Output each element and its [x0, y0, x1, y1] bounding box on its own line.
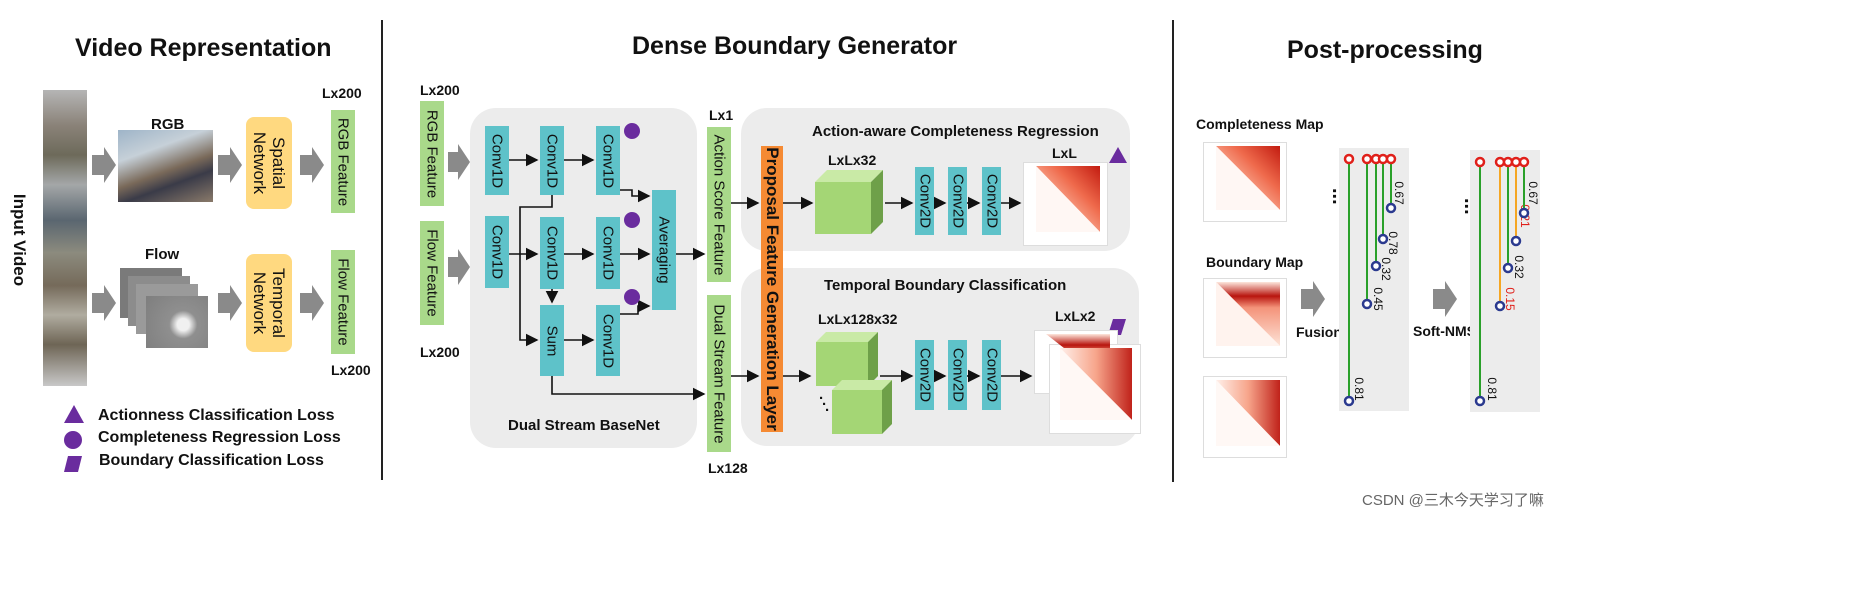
soft-nms-label: Soft-NMS [1413, 323, 1476, 339]
spatial-network-box: Spatial Network [246, 117, 292, 209]
tbc-map-dim-label: LxLx2 [1055, 308, 1096, 324]
fusion-score-3: 0.32 [1379, 257, 1393, 281]
gray-arrow-video-flow [92, 285, 116, 321]
flow-feature-box: Flow Feature [331, 250, 355, 354]
gray-arrow-soft-nms [1433, 281, 1457, 317]
softnms-score-5: 0.81 [1485, 377, 1499, 401]
tbc-ellipsis-dot-1: . [819, 386, 824, 403]
action-score-feature-box: Action Score Feature [707, 127, 731, 282]
rgb-feature-box: RGB Feature [331, 110, 355, 213]
input-video-label: Input Video [10, 193, 29, 287]
legend-circle-icon [64, 431, 82, 449]
gray-arrow-dbg-flow [448, 249, 470, 285]
proposal-feature-generation-layer: Proposal Feature Generation Layer [761, 146, 783, 432]
acr-map-dim-label: LxL [1052, 145, 1077, 161]
gray-arrow-rgb-spatial [218, 147, 242, 183]
section-title-post-processing: Post-processing [1287, 36, 1483, 64]
section-title-dense-boundary-generator: Dense Boundary Generator [632, 32, 958, 60]
softnms-score-2: 0.21 [1518, 204, 1532, 228]
conv2d-acr-2: Conv2D [948, 167, 967, 235]
legend-completeness: Completeness Regression Loss [98, 429, 341, 446]
dual-stream-feature-box: Dual Stream Feature [707, 295, 731, 452]
dbg-flow-dim-label: Lx200 [420, 344, 460, 360]
tbc-title: Temporal Boundary Classification [824, 277, 1067, 294]
acr-feature-cube [815, 170, 883, 234]
conv1d-rgb-1: Conv1D [485, 126, 509, 195]
conv1d-flow-2: Conv1D [540, 217, 564, 289]
averaging-box: Averaging [652, 190, 676, 310]
legend-actionness: Actionness Classification Loss [98, 407, 335, 424]
legend-triangle-icon [64, 405, 84, 423]
gray-arrow-dbg-rgb [448, 144, 470, 180]
conv1d-rgb-3: Conv1D [596, 126, 620, 195]
flow-feature-dim-label: Lx200 [331, 362, 371, 378]
dual-stream-dim-label: Lx128 [708, 460, 748, 476]
fusion-score-5: 0.81 [1352, 377, 1366, 401]
acr-title: Action-aware Completeness Regression [812, 123, 1099, 140]
post-boundary-end-heatmap [1203, 376, 1287, 458]
tbc-cube-dim-label: LxLx128x32 [818, 311, 898, 327]
gray-arrow-flow-temporal [218, 285, 242, 321]
post-boundary-start-heatmap [1203, 278, 1287, 358]
fusion-proposals-panel [1339, 148, 1409, 411]
acr-loss-triangle-icon [1109, 147, 1127, 163]
tbc-end-heatmap [1049, 344, 1141, 434]
fusion-score-4: 0.45 [1371, 287, 1385, 311]
fusion-score-1: 0.67 [1392, 181, 1406, 205]
section-divider-left [381, 20, 383, 480]
tbc-ellipsis-dot-2: . [822, 392, 827, 409]
dbg-flow-feature-box: Flow Feature [420, 221, 444, 325]
section-title-video-representation: Video Representation [75, 34, 332, 62]
post-completeness-heatmap [1203, 142, 1287, 222]
conv2d-tbc-2: Conv2D [948, 340, 967, 410]
temporal-network-box: Temporal Network [246, 254, 292, 352]
gray-arrow-temporal-feature [300, 285, 324, 321]
flow-label: Flow [145, 246, 180, 263]
conv1d-sum: Conv1D [596, 305, 620, 376]
csdn-watermark: CSDN @三木今天学习了嘛 [1362, 492, 1544, 509]
action-score-dim-label: Lx1 [709, 107, 734, 123]
acr-completeness-heatmap [1023, 162, 1108, 246]
fusion-ellipsis: ... [1328, 188, 1350, 205]
fusion-score-2: 0.78 [1386, 231, 1400, 255]
basenet-label: Dual Stream BaseNet [508, 417, 660, 434]
tbc-feature-cubes [816, 332, 892, 434]
acr-cube-dim-label: LxLx32 [828, 152, 877, 168]
legend-boundary: Boundary Classification Loss [99, 452, 324, 469]
rgb-frame-image [118, 130, 213, 202]
legend-parallelogram-icon [64, 456, 82, 472]
completeness-map-label: Completeness Map [1196, 116, 1324, 132]
conv2d-tbc-3: Conv2D [982, 340, 1001, 410]
rgb-label: RGB [151, 116, 185, 133]
conv1d-flow-3: Conv1D [596, 217, 620, 289]
tbc-ellipsis-dot-3: . [825, 398, 830, 415]
input-video-strip [43, 90, 87, 386]
conv2d-acr-3: Conv2D [982, 167, 1001, 235]
dbg-rgb-dim-label: Lx200 [420, 82, 460, 98]
rgb-feature-dim-label: Lx200 [322, 85, 362, 101]
conv2d-tbc-1: Conv2D [915, 340, 934, 410]
conv1d-flow-1: Conv1D [485, 216, 509, 288]
legend-markers [64, 405, 84, 472]
dbg-rgb-feature-box: RGB Feature [420, 101, 444, 206]
softnms-proposals-panel [1470, 150, 1540, 412]
gray-arrow-fusion [1301, 281, 1325, 317]
conv2d-acr-1: Conv2D [915, 167, 934, 235]
section-divider-right [1172, 20, 1174, 482]
gray-arrow-video-rgb [92, 147, 116, 183]
softnms-score-4: 0.15 [1503, 287, 1517, 311]
flow-frame-stack [120, 268, 210, 348]
softnms-ellipsis: ... [1460, 198, 1482, 215]
fusion-label: Fusion [1296, 324, 1342, 340]
gray-arrow-spatial-feature [300, 147, 324, 183]
sum-box: Sum [540, 305, 564, 376]
boundary-map-label: Boundary Map [1206, 254, 1304, 270]
softnms-score-3: 0.32 [1512, 255, 1526, 279]
conv1d-rgb-2: Conv1D [540, 126, 564, 195]
